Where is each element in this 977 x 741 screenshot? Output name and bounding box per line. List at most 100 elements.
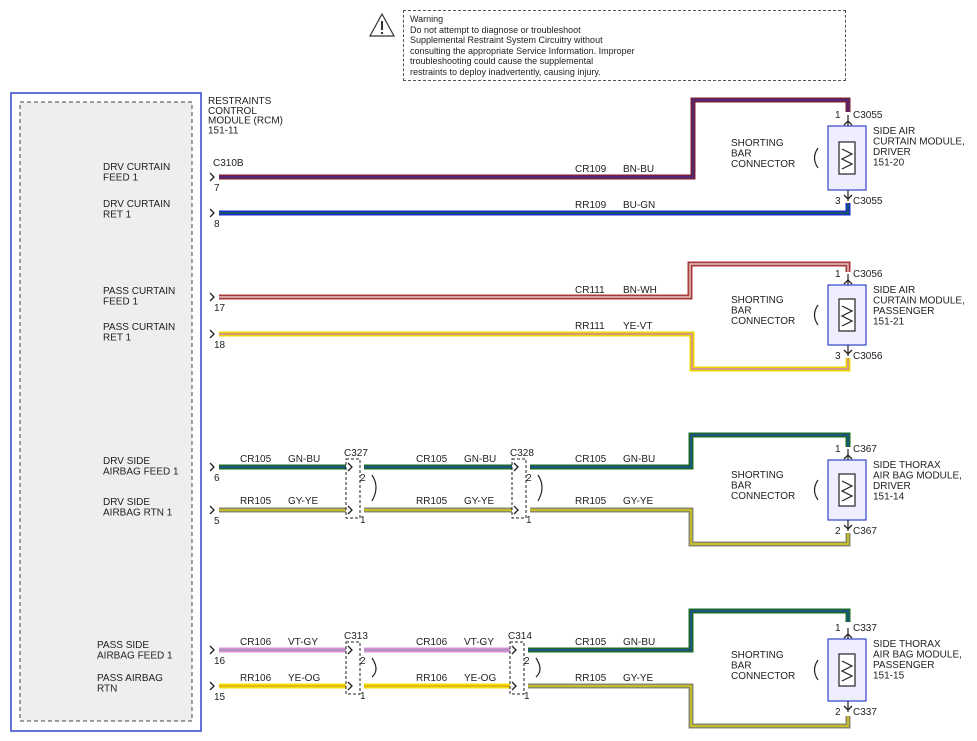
comp-pin-bot-number-1: 3 [835, 351, 841, 362]
color-code-rr106-b: YE-OG [464, 673, 496, 684]
shorting-bar-label-3: SHORTING [731, 650, 784, 661]
c313-pin-bot: 1 [360, 691, 366, 702]
circuit-label-6: PASS SIDE [97, 640, 149, 651]
inflator-symbol-0 [838, 141, 856, 175]
rcm-name: 151-11 [208, 125, 239, 136]
c313-housing [345, 641, 361, 695]
c314-bracket [535, 657, 541, 678]
color-code-rr105-pass: GY-YE [623, 673, 654, 684]
wire-rr111 [219, 331, 851, 372]
wire-rr109 [219, 203, 851, 216]
circuit-label-1: RET 1 [103, 210, 132, 221]
comp-connector-top-0: C3055 [853, 110, 883, 121]
warning-body: Do not attempt to diagnose or troublesho… [410, 24, 635, 77]
shorting-bar-label-2: BAR [731, 481, 752, 492]
circuit-label-3: PASS CURTAIN [103, 322, 175, 333]
wire-rr111-stripe [219, 333, 849, 370]
c328-label: C328 [510, 448, 534, 459]
color-code-rr105-b: GY-YE [464, 496, 495, 507]
rcm-pin-arrow-3 [209, 329, 215, 339]
rcm-connector-label: C310B [213, 158, 244, 169]
circuit-label-0: FEED 1 [103, 173, 138, 184]
circuit-id-cr106-a: CR106 [240, 637, 272, 648]
comp-pin-arrow-top-3 [843, 633, 853, 639]
wire-cr111-stripe [219, 263, 849, 298]
comp-connector-top-2: C367 [853, 444, 877, 455]
circuit-id-cr109: CR109 [575, 164, 607, 175]
component-name-3: PASSENGER [873, 660, 935, 671]
circuit-label-3: RET 1 [103, 333, 132, 344]
component-name-3: 151-15 [873, 671, 905, 682]
rcm-pin-arrow-1 [209, 208, 215, 218]
wire-cr111 [219, 261, 851, 300]
c327-pin-bot-arrow [347, 505, 353, 515]
color-code-cr105-a: GN-BU [288, 454, 320, 465]
warning-text: Warning Do not attempt to diagnose or tr… [410, 14, 840, 78]
rcm-pin-arrow-4 [209, 462, 215, 472]
c314-pin-top: 2 [524, 656, 530, 667]
circuit-label-4: AIRBAG FEED 1 [103, 467, 179, 478]
color-code-rr105-c: GY-YE [623, 496, 654, 507]
c328-pin-bot: 1 [526, 515, 532, 526]
circuit-label-2: FEED 1 [103, 297, 138, 308]
rcm-name: RESTRAINTS [208, 96, 272, 107]
shorting-bar-label-3: BAR [731, 661, 752, 672]
component-name-0: DRIVER [873, 147, 911, 158]
comp-connector-bot-1: C3056 [853, 351, 883, 362]
circuit-id-rr106-a: RR106 [240, 673, 272, 684]
squib-icon-2 [840, 480, 854, 502]
c327-label: C327 [344, 448, 368, 459]
warning-box [403, 10, 846, 81]
component-name-2: 151-14 [873, 492, 905, 503]
circuit-label-2: PASS CURTAIN [103, 286, 175, 297]
circuit-label-6: AIRBAG FEED 1 [97, 651, 173, 662]
color-code-rr111: YE-VT [623, 321, 652, 332]
comp-connector-bot-3: C337 [853, 707, 877, 718]
shorting-bar-label-0: BAR [731, 149, 752, 160]
c313-pin-top-arrow [347, 645, 353, 655]
comp-connector-top-3: C337 [853, 623, 877, 634]
shorting-bar-label-2: CONNECTOR [731, 491, 795, 502]
shorting-bar-bracket-2 [813, 479, 819, 501]
wire-rr105-c [530, 507, 851, 547]
rcm-pin-arrow-6 [209, 645, 215, 655]
comp-connector-bot-2: C367 [853, 526, 877, 537]
comp-connector-bot-0: C3055 [853, 196, 883, 207]
c328-housing [511, 458, 527, 519]
rcm-name: MODULE (RCM) [208, 116, 283, 127]
c314-label: C314 [508, 631, 532, 642]
color-code-rr105-a: GY-YE [288, 496, 319, 507]
circuit-label-7: RTN [97, 684, 117, 695]
c314-pin-bot-arrow [511, 681, 517, 691]
circuit-label-0: DRV CURTAIN [103, 162, 170, 173]
c313-pin-top: 2 [360, 656, 366, 667]
wire-rr105-pass-stripe [528, 685, 849, 727]
circuit-id-cr105-pass: CR105 [575, 637, 607, 648]
c328-pin-top: 2 [526, 473, 532, 484]
comp-connector-top-1: C3056 [853, 269, 883, 280]
comp-pin-top-number-0: 1 [835, 110, 841, 121]
shorting-bar-label-3: CONNECTOR [731, 671, 795, 682]
circuit-id-cr105-a: CR105 [240, 454, 272, 465]
circuit-id-cr106-b: CR106 [416, 637, 448, 648]
rcm-pin-arrow-5 [209, 505, 215, 515]
circuit-id-rr105-pass: RR105 [575, 673, 607, 684]
circuit-label-7: PASS AIRBAG [97, 673, 163, 684]
comp-pin-bot-number-0: 3 [835, 196, 841, 207]
comp-pin-top-number-1: 1 [835, 269, 841, 280]
rcm-pin-number-5: 5 [214, 516, 220, 527]
squib-icon-0 [840, 148, 854, 170]
component-name-1: SIDE AIR [873, 285, 915, 296]
component-name-0: 151-20 [873, 158, 905, 169]
c327-bracket [371, 474, 377, 502]
wire-cr105-pass-stripe [528, 610, 849, 651]
c313-pin-bot-arrow [347, 681, 353, 691]
comp-pin-bot-number-2: 2 [835, 526, 841, 537]
rcm-pin-number-3: 18 [214, 340, 226, 351]
circuit-id-cr105-c: CR105 [575, 454, 607, 465]
shorting-bar-label-1: SHORTING [731, 295, 784, 306]
circuit-label-1: DRV CURTAIN [103, 199, 170, 210]
shorting-bar-label-0: CONNECTOR [731, 159, 795, 170]
comp-pin-top-number-3: 1 [835, 623, 841, 634]
